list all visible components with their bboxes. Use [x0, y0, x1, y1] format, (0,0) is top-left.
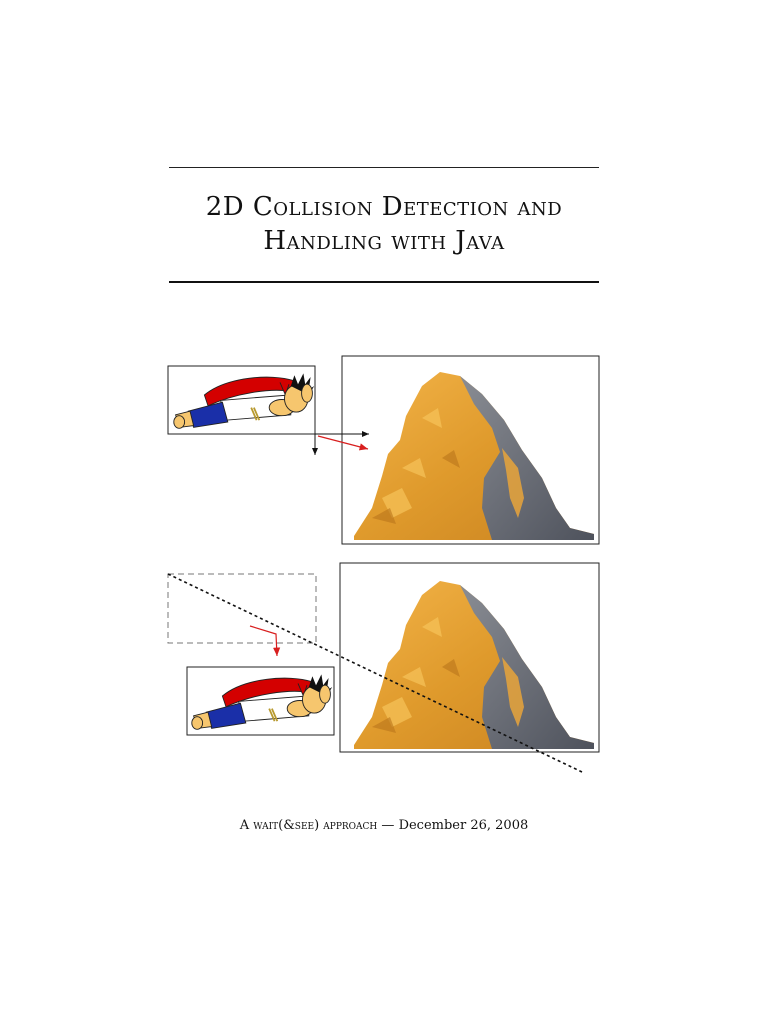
- title-rule-bottom: [169, 281, 599, 283]
- title-rule-top: [169, 167, 599, 168]
- collision-line: [167, 573, 583, 773]
- cover-illustration: [167, 355, 600, 773]
- footer-line: A wait(&see) approach — December 26, 200…: [169, 818, 599, 833]
- date-label: December 26, 2008: [398, 818, 529, 833]
- title-line-1: 2D Collision Detection and: [205, 192, 563, 222]
- page-title: 2D Collision Detection and Handling with…: [169, 190, 599, 258]
- previous-position-frame: [167, 573, 317, 644]
- title-line-2: Handling with Java: [263, 226, 505, 256]
- footer-separator: —: [377, 818, 399, 833]
- velocity-arrow-diagonal: [317, 435, 369, 451]
- deflection-arrow: [249, 625, 281, 657]
- approach-label: A wait(&see) approach: [239, 818, 378, 833]
